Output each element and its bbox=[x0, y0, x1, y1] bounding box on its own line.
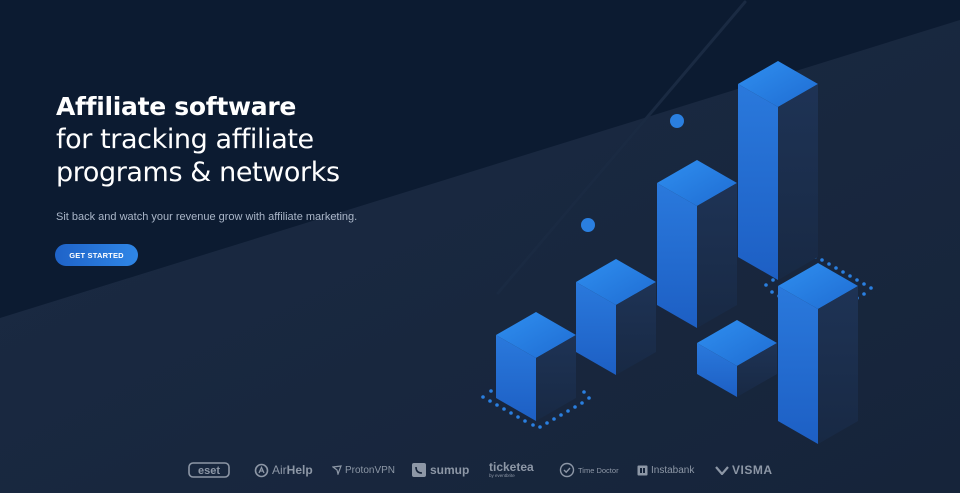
chart-bar-4 bbox=[738, 61, 818, 280]
visma-icon bbox=[715, 466, 729, 475]
protonvpn-icon bbox=[332, 465, 342, 475]
dotted-outline bbox=[481, 389, 591, 429]
trend-dot bbox=[581, 218, 595, 232]
airhelp-text-a: Air bbox=[272, 463, 287, 477]
chart-bar-5 bbox=[697, 320, 777, 397]
logo-sumup: sumup bbox=[411, 462, 489, 478]
sumup-icon bbox=[412, 463, 426, 477]
page-title: Affiliate software bbox=[56, 92, 297, 121]
chart-bar-3 bbox=[657, 160, 737, 328]
logo-ticketea: ticketea by eventbrite bbox=[489, 461, 559, 479]
sumup-text: sumup bbox=[430, 463, 470, 477]
visma-text: VISMA bbox=[732, 463, 773, 477]
trend-line bbox=[496, 0, 747, 295]
logo-instabank: Instabank bbox=[637, 465, 715, 476]
svg-text:eset: eset bbox=[198, 465, 220, 477]
airhelp-icon bbox=[254, 463, 269, 477]
trend-dot bbox=[670, 114, 684, 128]
logo-timedoctor: Time Doctor bbox=[559, 462, 637, 478]
page-subtitle-line-1: for tracking affiliate bbox=[56, 124, 314, 155]
ticketea-subtext: by eventbrite bbox=[489, 473, 515, 479]
chart-bar-6 bbox=[778, 263, 858, 444]
airhelp-text-b: Help bbox=[286, 463, 313, 477]
logo-eset: eset bbox=[188, 462, 254, 478]
instabank-text: Instabank bbox=[651, 464, 695, 476]
instabank-icon bbox=[637, 465, 648, 475]
chart-bar-1 bbox=[496, 312, 576, 421]
chart-bar-2 bbox=[576, 259, 656, 375]
logo-visma: VISMA bbox=[715, 463, 785, 477]
check-circle-icon bbox=[559, 462, 575, 478]
hero-lead-text: Sit back and watch your revenue grow wit… bbox=[56, 211, 358, 223]
page-subtitle-line-2: programs & networks bbox=[56, 157, 340, 188]
logo-protonvpn: ProtonVPN bbox=[332, 465, 411, 476]
timedoctor-text: Time Doctor bbox=[578, 465, 619, 475]
protonvpn-text: ProtonVPN bbox=[345, 464, 396, 476]
hero-text: Affiliate software for tracking affiliat… bbox=[56, 90, 476, 223]
ticketea-text: ticketea bbox=[489, 460, 534, 475]
get-started-button[interactable]: GET STARTED bbox=[55, 244, 138, 266]
eset-logo-icon: eset bbox=[188, 462, 230, 478]
